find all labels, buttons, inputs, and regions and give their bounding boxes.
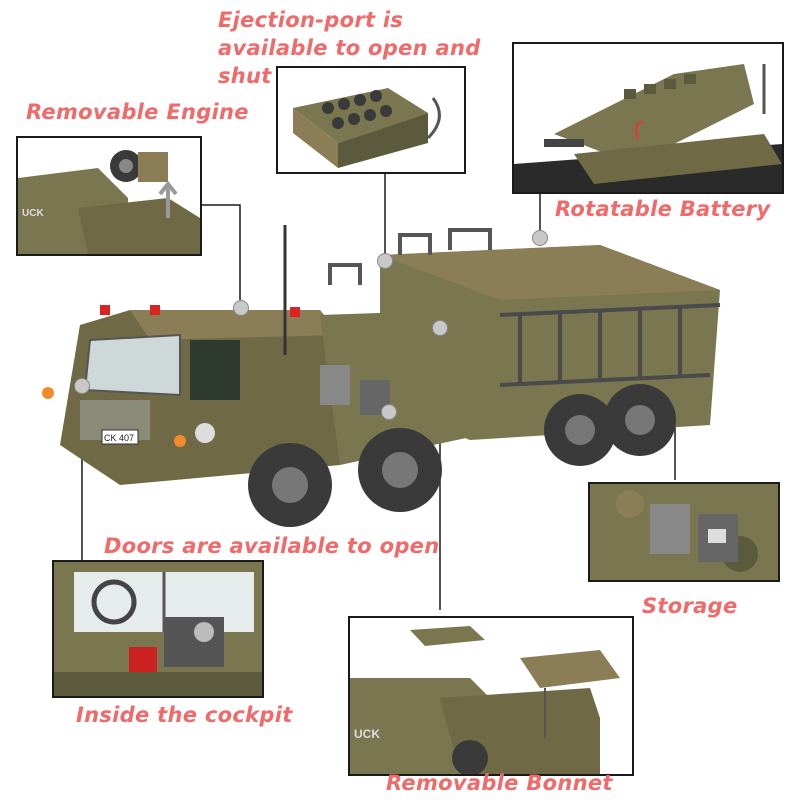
storage-label: Storage xyxy=(642,594,738,618)
battery-image xyxy=(514,44,782,192)
truck-main-image: CK 407 xyxy=(42,225,721,527)
engine-image: UCK xyxy=(18,138,200,254)
cockpit-label: Inside the cockpit xyxy=(76,703,293,727)
bonnet-panel: UCK xyxy=(348,616,634,776)
ejection-indicator-dot xyxy=(377,253,393,269)
ejection-port-panel xyxy=(276,66,466,174)
removable-bonnet-label: Removable Bonnet xyxy=(386,771,613,795)
bonnet-image: UCK xyxy=(350,618,632,774)
storage-image xyxy=(590,484,778,580)
removable-engine-label: Removable Engine xyxy=(26,100,249,124)
ejection-port-label: Ejection-port is available to open and s… xyxy=(218,8,481,88)
bonnet-indicator-dot xyxy=(432,320,448,336)
storage-panel xyxy=(588,482,780,582)
bonnet-grille-text: UCK xyxy=(354,727,380,741)
engine-connector xyxy=(200,204,241,300)
doors-label: Doors are available to open xyxy=(104,534,440,558)
plate-text: CK 407 xyxy=(104,433,134,443)
engine-indicator-dot xyxy=(233,300,249,316)
rotatable-battery-panel xyxy=(512,42,784,194)
battery-indicator-dot xyxy=(532,230,548,246)
ejection-port-image xyxy=(278,68,464,172)
storage-indicator-dot xyxy=(381,404,397,420)
removable-engine-panel: UCK xyxy=(16,136,202,256)
cockpit-panel xyxy=(52,560,264,698)
doors-indicator-dot xyxy=(74,378,90,394)
rotatable-battery-label: Rotatable Battery xyxy=(555,197,771,221)
cockpit-image xyxy=(54,562,262,696)
engine-grille-text: UCK xyxy=(22,208,44,219)
